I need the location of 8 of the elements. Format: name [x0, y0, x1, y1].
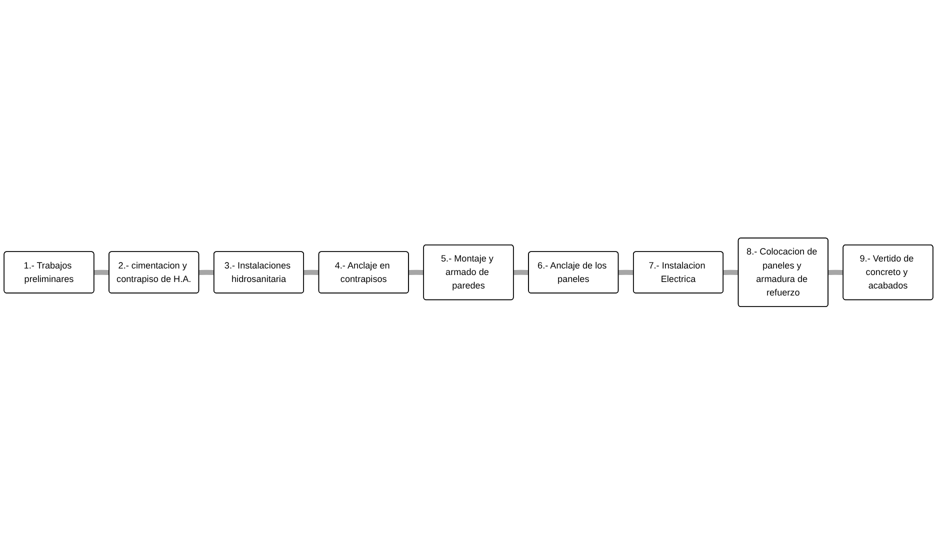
connector	[92, 270, 110, 276]
connector	[826, 270, 845, 276]
connector	[302, 270, 320, 276]
connector	[198, 270, 216, 276]
connector	[617, 270, 635, 276]
connector	[512, 270, 530, 276]
connector	[722, 270, 740, 276]
connector	[407, 270, 426, 276]
